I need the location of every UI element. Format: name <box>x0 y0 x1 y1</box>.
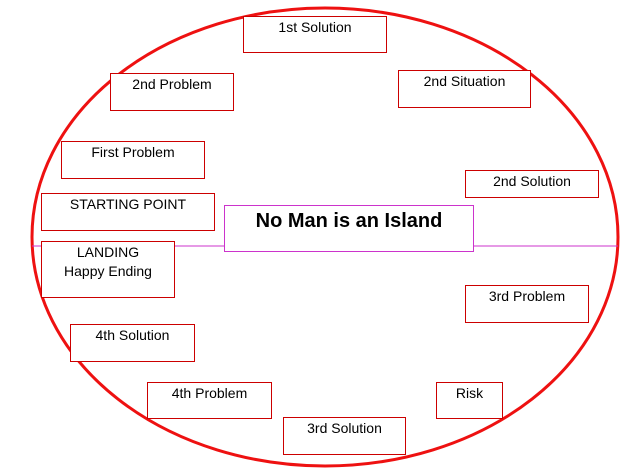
node-4th-solution: 4th Solution <box>70 324 195 362</box>
node-label: 1st Solution <box>278 19 352 35</box>
node-label: 4th Solution <box>95 327 170 343</box>
node-1st-solution: 1st Solution <box>243 16 387 53</box>
node-3rd-solution: 3rd Solution <box>283 417 406 455</box>
node-label-line2: Happy Ending <box>64 263 152 279</box>
node-label: 2nd Situation <box>423 73 506 89</box>
node-4th-problem: 4th Problem <box>147 382 272 419</box>
node-landing-happy-ending: LANDING Happy Ending <box>41 241 175 298</box>
node-starting-point: STARTING POINT <box>41 193 215 231</box>
node-risk: Risk <box>436 382 503 419</box>
node-2nd-problem: 2nd Problem <box>110 73 234 111</box>
node-label: First Problem <box>91 144 175 160</box>
node-label: 2nd Problem <box>132 76 212 92</box>
node-label: 4th Problem <box>171 385 248 401</box>
node-3rd-problem: 3rd Problem <box>465 285 589 323</box>
node-label: STARTING POINT <box>69 196 187 212</box>
title-text: No Man is an Island <box>255 210 443 232</box>
cycle-ellipse <box>30 6 620 468</box>
node-2nd-situation: 2nd Situation <box>398 70 531 108</box>
node-label: Risk <box>455 385 484 401</box>
node-label: 2nd Solution <box>493 173 571 189</box>
node-first-problem: First Problem <box>61 141 205 179</box>
node-label: 3rd Problem <box>488 288 566 304</box>
diagram-title: No Man is an Island <box>224 205 474 252</box>
node-label-line1: LANDING <box>76 244 140 260</box>
node-label: 3rd Solution <box>307 420 382 436</box>
node-2nd-solution: 2nd Solution <box>465 170 599 198</box>
